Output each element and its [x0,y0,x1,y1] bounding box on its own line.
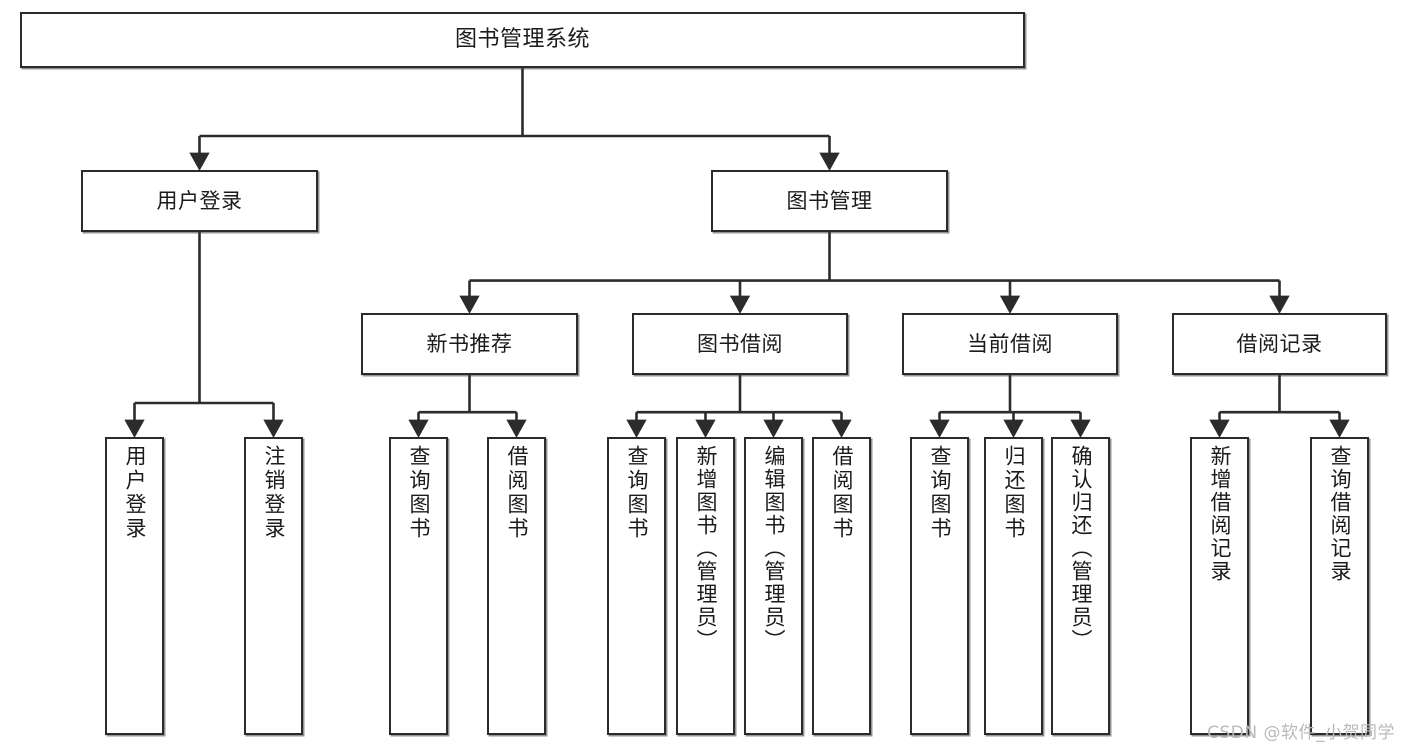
node-root-system[interactable]: 图书管理系统 [20,12,1025,68]
node-leaf-query-book-recommend[interactable]: 查询图书 [389,437,448,735]
node-label: 注销登录 [262,445,286,541]
node-label: 借阅图书 [505,445,529,541]
node-label: 用户登录 [123,445,147,541]
node-label: 确认归还（管理员） [1069,445,1093,652]
csdn-watermark: CSDN @软件_小贺同学 [1207,723,1395,743]
node-leaf-query-book-borrow[interactable]: 查询图书 [607,437,666,735]
node-user-login[interactable]: 用户登录 [81,170,318,232]
node-leaf-user-login[interactable]: 用户登录 [105,437,164,735]
node-label: 查询图书 [625,445,649,541]
node-borrow-record[interactable]: 借阅记录 [1172,313,1387,375]
node-label: 查询图书 [407,445,431,541]
node-label: 当前借阅 [967,331,1053,356]
node-leaf-borrow-book[interactable]: 借阅图书 [812,437,871,735]
node-label: 新增图书（管理员） [694,445,718,652]
node-label: 用户登录 [156,188,243,213]
node-leaf-borrow-book-recommend[interactable]: 借阅图书 [487,437,546,735]
node-leaf-add-book-admin[interactable]: 新增图书（管理员） [676,437,735,735]
node-label: 借阅记录 [1236,331,1323,356]
node-label: 图书借阅 [697,331,783,356]
node-label: 查询图书 [928,445,952,541]
node-label: 新书推荐 [426,331,513,356]
node-book-borrow[interactable]: 图书借阅 [632,313,848,375]
node-leaf-confirm-return-admin[interactable]: 确认归还（管理员） [1051,437,1110,735]
node-label: 图书管理系统 [454,27,590,53]
node-label: 查询借阅记录 [1328,445,1352,583]
node-label: 借阅图书 [830,445,854,541]
node-leaf-edit-book-admin[interactable]: 编辑图书（管理员） [744,437,803,735]
node-label: 新增借阅记录 [1208,445,1232,583]
node-leaf-query-borrow-record[interactable]: 查询借阅记录 [1310,437,1369,735]
node-leaf-query-book-current[interactable]: 查询图书 [910,437,969,735]
node-label: 归还图书 [1002,445,1026,541]
node-book-manage[interactable]: 图书管理 [711,170,948,232]
node-current-borrow[interactable]: 当前借阅 [902,313,1118,375]
node-leaf-add-borrow-record[interactable]: 新增借阅记录 [1190,437,1249,735]
node-label: 图书管理 [786,188,873,213]
node-new-book-recommend[interactable]: 新书推荐 [361,313,578,375]
node-leaf-user-logout[interactable]: 注销登录 [244,437,303,735]
node-label: 编辑图书（管理员） [762,445,786,652]
node-leaf-return-book[interactable]: 归还图书 [984,437,1043,735]
